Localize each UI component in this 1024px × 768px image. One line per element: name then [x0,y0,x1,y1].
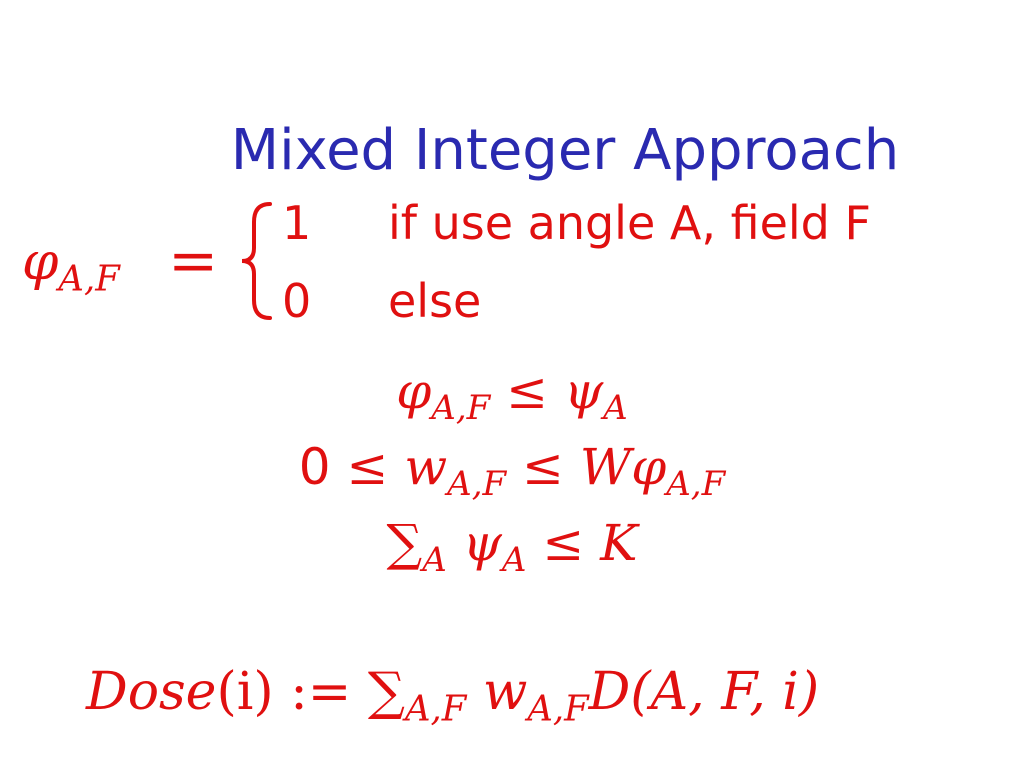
psi-subscript: A [501,539,527,580]
dose-symbol: Dose [86,662,217,722]
le-operator: ≤ [522,438,564,496]
case-value: 1 [282,196,312,250]
constraint-phi-le-psi: φA,F ≤ ψA [0,362,1024,428]
le-operator: ≤ [542,514,585,572]
phi-subscript: A,F [431,387,491,428]
sum-symbol: ∑ [386,514,423,572]
psi-symbol: ψ [563,362,604,420]
slide-title: Mixed Integer Approach [230,118,900,183]
sum-subscript: A,F [404,688,467,730]
phi-definition-lhs: φA,F [22,232,120,299]
sum-symbol: ∑ [367,662,405,722]
phi-symbol: φ [22,232,59,292]
phi-symbol: φ [631,438,667,496]
case-condition: if use angle A, field F [388,196,871,250]
le-operator: ≤ [346,438,389,496]
case-condition: else [388,274,482,328]
dose-argument: (i) [216,662,274,722]
left-brace-icon [241,202,272,320]
le-operator: ≤ [506,362,549,420]
phi-subscript: A,F [666,463,726,504]
psi-subscript: A [603,387,628,428]
d-arguments: (A, F, i) [630,662,820,722]
w-subscript: A,F [527,688,589,730]
constraint-weight-bounds: 0 ≤ wA,F ≤ WφA,F [0,438,1024,504]
psi-symbol: ψ [462,514,502,572]
zero-value: 0 [298,438,331,496]
phi-symbol: φ [396,362,432,420]
capital-w-symbol: W [579,438,632,496]
assign-operator: := [290,662,352,722]
dose-formula: Dose(i) := ∑A,F wA,FD(A, F, i) [86,662,819,729]
sum-subscript: A [422,539,447,580]
constraint-angle-count: ∑A ψA ≤ K [0,514,1024,580]
w-symbol: w [404,438,448,496]
case-value: 0 [282,274,312,328]
definition-equals: = [168,226,219,296]
d-symbol: D [588,662,631,722]
phi-subscript: A,F [58,258,120,300]
w-symbol: w [482,662,528,722]
w-subscript: A,F [447,463,507,504]
k-symbol: K [600,514,638,572]
